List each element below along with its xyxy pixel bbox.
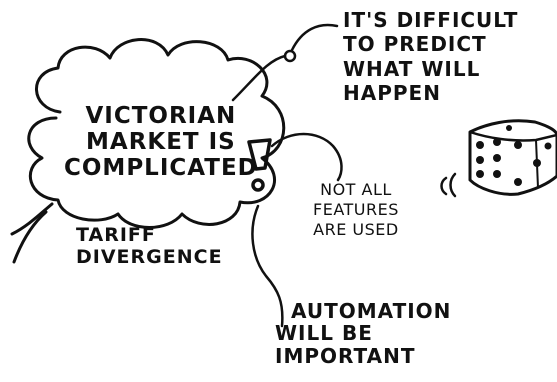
exclamation-mark-icon: [247, 138, 272, 192]
automation-line-2: will be: [275, 321, 373, 346]
predict-line-3: what will: [343, 56, 481, 81]
tariff-line-1: Tariff: [76, 224, 156, 246]
central-idea-line-1: Victorian: [85, 103, 237, 129]
central-idea-note: Victorian market is complicated: [64, 103, 258, 181]
connector-features: [270, 132, 343, 182]
predict-line-1: It's difficult: [343, 8, 519, 32]
features-line-2: features: [313, 200, 399, 219]
predict-note: It's difficult to predict what will happ…: [343, 8, 518, 106]
central-idea-line-3: complicated: [64, 154, 258, 181]
features-line-1: Not all: [320, 180, 392, 199]
connector-automation: [251, 204, 284, 328]
dice-icon: [440, 119, 557, 198]
central-idea-line-2: market is: [86, 128, 236, 155]
predict-line-2: to predict: [343, 32, 487, 57]
automation-line-1: automation: [291, 299, 452, 323]
automation-line-3: important: [275, 343, 416, 368]
tariff-line-2: divergence: [76, 246, 223, 269]
features-note: Not all features are used: [313, 180, 399, 240]
tariff-note: Tariff divergence: [76, 224, 223, 269]
thought-cloud-icon: [10, 38, 286, 264]
predict-line-4: happen: [343, 81, 441, 106]
connector-predict: [231, 23, 339, 102]
automation-note: automation will be important: [275, 299, 452, 368]
features-line-3: are used: [313, 220, 399, 239]
